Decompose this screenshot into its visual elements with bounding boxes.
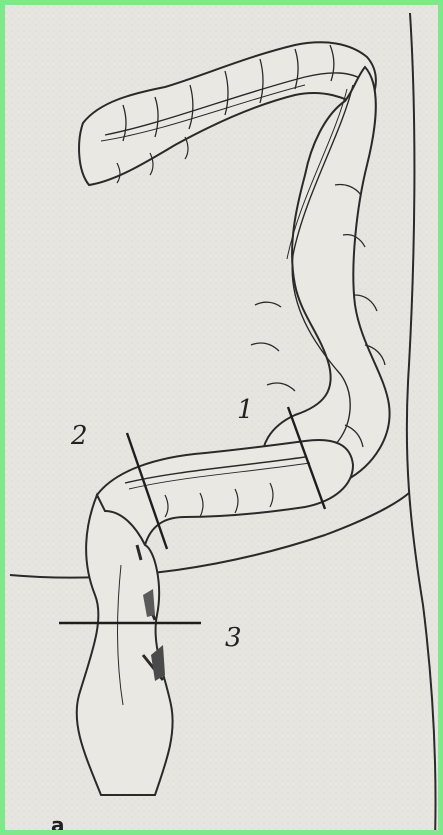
label-cut-1: 1 (237, 397, 254, 423)
colon-illustration (5, 5, 443, 835)
label-cut-2: 2 (71, 423, 88, 449)
label-cut-3: 3 (225, 625, 242, 651)
panel-letter: a (51, 815, 65, 835)
